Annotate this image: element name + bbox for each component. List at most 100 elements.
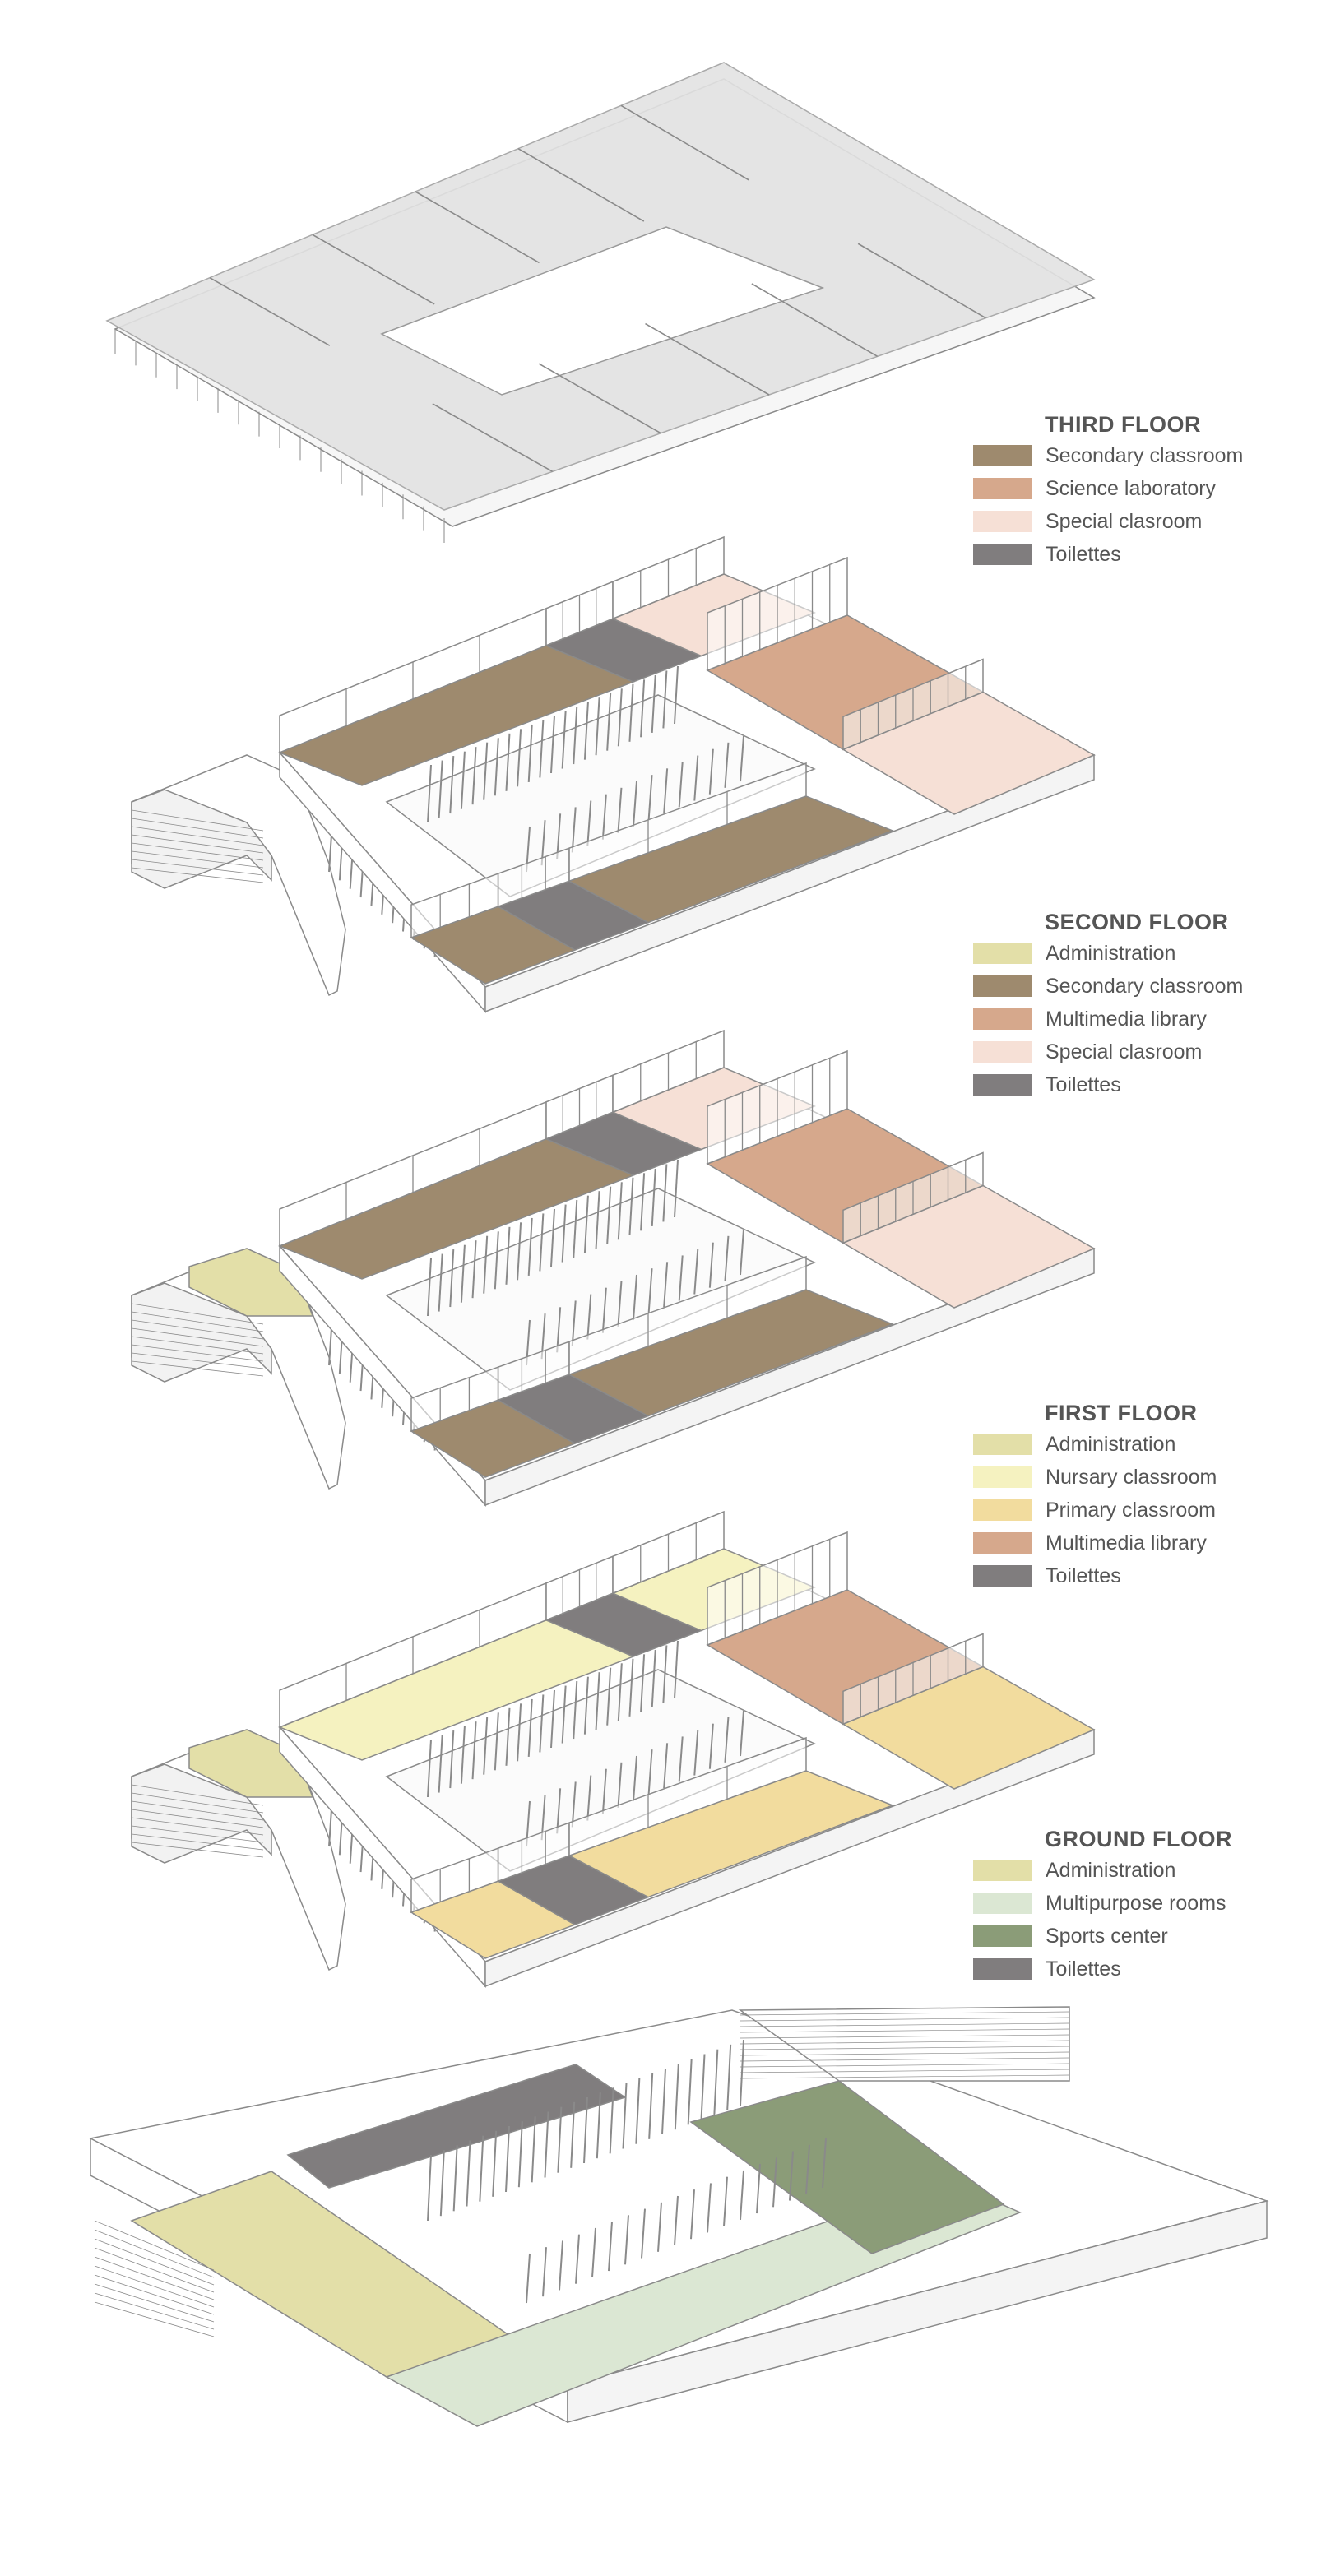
facade-fin	[708, 1723, 714, 1769]
facade-fin	[544, 2111, 549, 2178]
brick-course	[740, 2022, 1070, 2027]
legend-label: Administration	[1046, 1858, 1176, 1882]
facade-fin	[583, 702, 589, 760]
facade-fin	[526, 2253, 531, 2304]
facade-fin	[641, 2208, 646, 2259]
facade-fin	[674, 2195, 679, 2246]
facade-fin	[517, 1222, 522, 1281]
legend-item: Multimedia library	[973, 1527, 1217, 1559]
facade-fin	[427, 764, 432, 823]
facade-fin	[617, 1182, 623, 1240]
courtyard	[385, 694, 816, 897]
legend-title: GROUND FLOOR	[1045, 1827, 1232, 1851]
facade-fin	[678, 762, 684, 808]
legend-item: Special clasroom	[973, 505, 1243, 538]
brick-course	[740, 2017, 1070, 2022]
courtyard	[385, 1669, 816, 1872]
facade-fin	[586, 1294, 592, 1340]
legend-label: Science laboratory	[1046, 476, 1217, 500]
slab-edge	[484, 753, 1095, 1013]
ground-floor-plan	[88, 2006, 1269, 2427]
facade-fin	[693, 1730, 699, 1776]
facade-fin	[617, 1762, 623, 1808]
facade-fin	[550, 715, 555, 774]
slab-edge	[567, 2200, 1268, 2423]
facade-fin	[539, 1213, 545, 1272]
legend-item: Science laboratory	[973, 472, 1243, 505]
roof-truss	[645, 322, 770, 396]
legend-swatch	[973, 1499, 1032, 1521]
facade-fin	[556, 813, 562, 859]
brick-course	[131, 1792, 264, 1814]
legend-swatch	[973, 1074, 1032, 1096]
legend-item: Toilettes	[973, 1068, 1243, 1101]
slab-edge	[484, 1728, 1095, 1988]
brick-course	[131, 809, 264, 832]
roof-truss	[620, 104, 749, 181]
facade-fin	[479, 2135, 484, 2202]
facade-fin	[573, 1200, 578, 1258]
brick-course	[740, 2046, 1070, 2050]
brick-course	[94, 2238, 215, 2286]
legend-swatch	[973, 1860, 1032, 1881]
facade-fin	[527, 1698, 533, 1757]
legend-label: Secondary classroom	[1046, 974, 1244, 998]
legend-label: Primary classroom	[1046, 1498, 1216, 1522]
legend-swatch	[973, 975, 1032, 997]
facade-fin	[438, 1735, 443, 1793]
brick-course	[740, 2028, 1070, 2033]
legend-swatch	[973, 1532, 1032, 1554]
facade-fin	[674, 2064, 679, 2130]
facade-fin	[505, 733, 511, 791]
facade-fin	[723, 2176, 728, 2226]
facade-fin	[595, 1672, 600, 1730]
facade-fin	[647, 1268, 653, 1314]
legend-item: Secondary classroom	[973, 970, 1243, 1003]
brick-course	[740, 2040, 1070, 2045]
facade-fin	[687, 2059, 693, 2125]
legend-item: Toilettes	[973, 1559, 1217, 1592]
brick-course	[131, 818, 264, 839]
facade-fin	[740, 1710, 744, 1757]
legend-item: Administration	[973, 1428, 1217, 1461]
facade-fin	[571, 1781, 577, 1828]
brick-course	[131, 842, 264, 861]
facade-fin	[573, 1681, 578, 1740]
legend-label: Special clasroom	[1046, 1040, 1203, 1063]
facade-fin	[494, 738, 499, 796]
facade-fin	[693, 755, 699, 801]
facade-fin	[740, 2170, 744, 2220]
facade-fin	[452, 2145, 458, 2212]
facade-fin	[617, 787, 623, 833]
legend-swatch	[973, 1893, 1032, 1914]
facade-fin	[471, 1240, 477, 1299]
facade-fin	[573, 707, 578, 765]
facade-fin	[556, 1788, 562, 1834]
facade-fin	[617, 688, 623, 747]
legend-item: Special clasroom	[973, 1035, 1243, 1068]
facade-fin	[570, 2101, 576, 2168]
facade-fin	[449, 1249, 455, 1308]
facade-fin	[505, 2125, 510, 2193]
facade-fin	[438, 760, 443, 818]
facade-fin	[707, 2183, 712, 2233]
facade-fin	[483, 1717, 489, 1775]
facade-fin	[805, 2144, 810, 2194]
facade-fin	[678, 1736, 684, 1782]
roof-truss	[209, 276, 331, 346]
legend-label: Administration	[1046, 941, 1176, 965]
facade-fin	[674, 665, 679, 725]
facade-fin	[460, 751, 466, 809]
facade-fin	[606, 693, 612, 751]
brick-course	[131, 1784, 264, 1806]
brick-course	[131, 1344, 264, 1362]
legend-label: Toilettes	[1046, 1564, 1121, 1587]
brick-course	[94, 2265, 215, 2308]
facade-fin	[601, 794, 607, 840]
facade-fin	[628, 1177, 634, 1235]
brick-course	[131, 1817, 264, 1836]
